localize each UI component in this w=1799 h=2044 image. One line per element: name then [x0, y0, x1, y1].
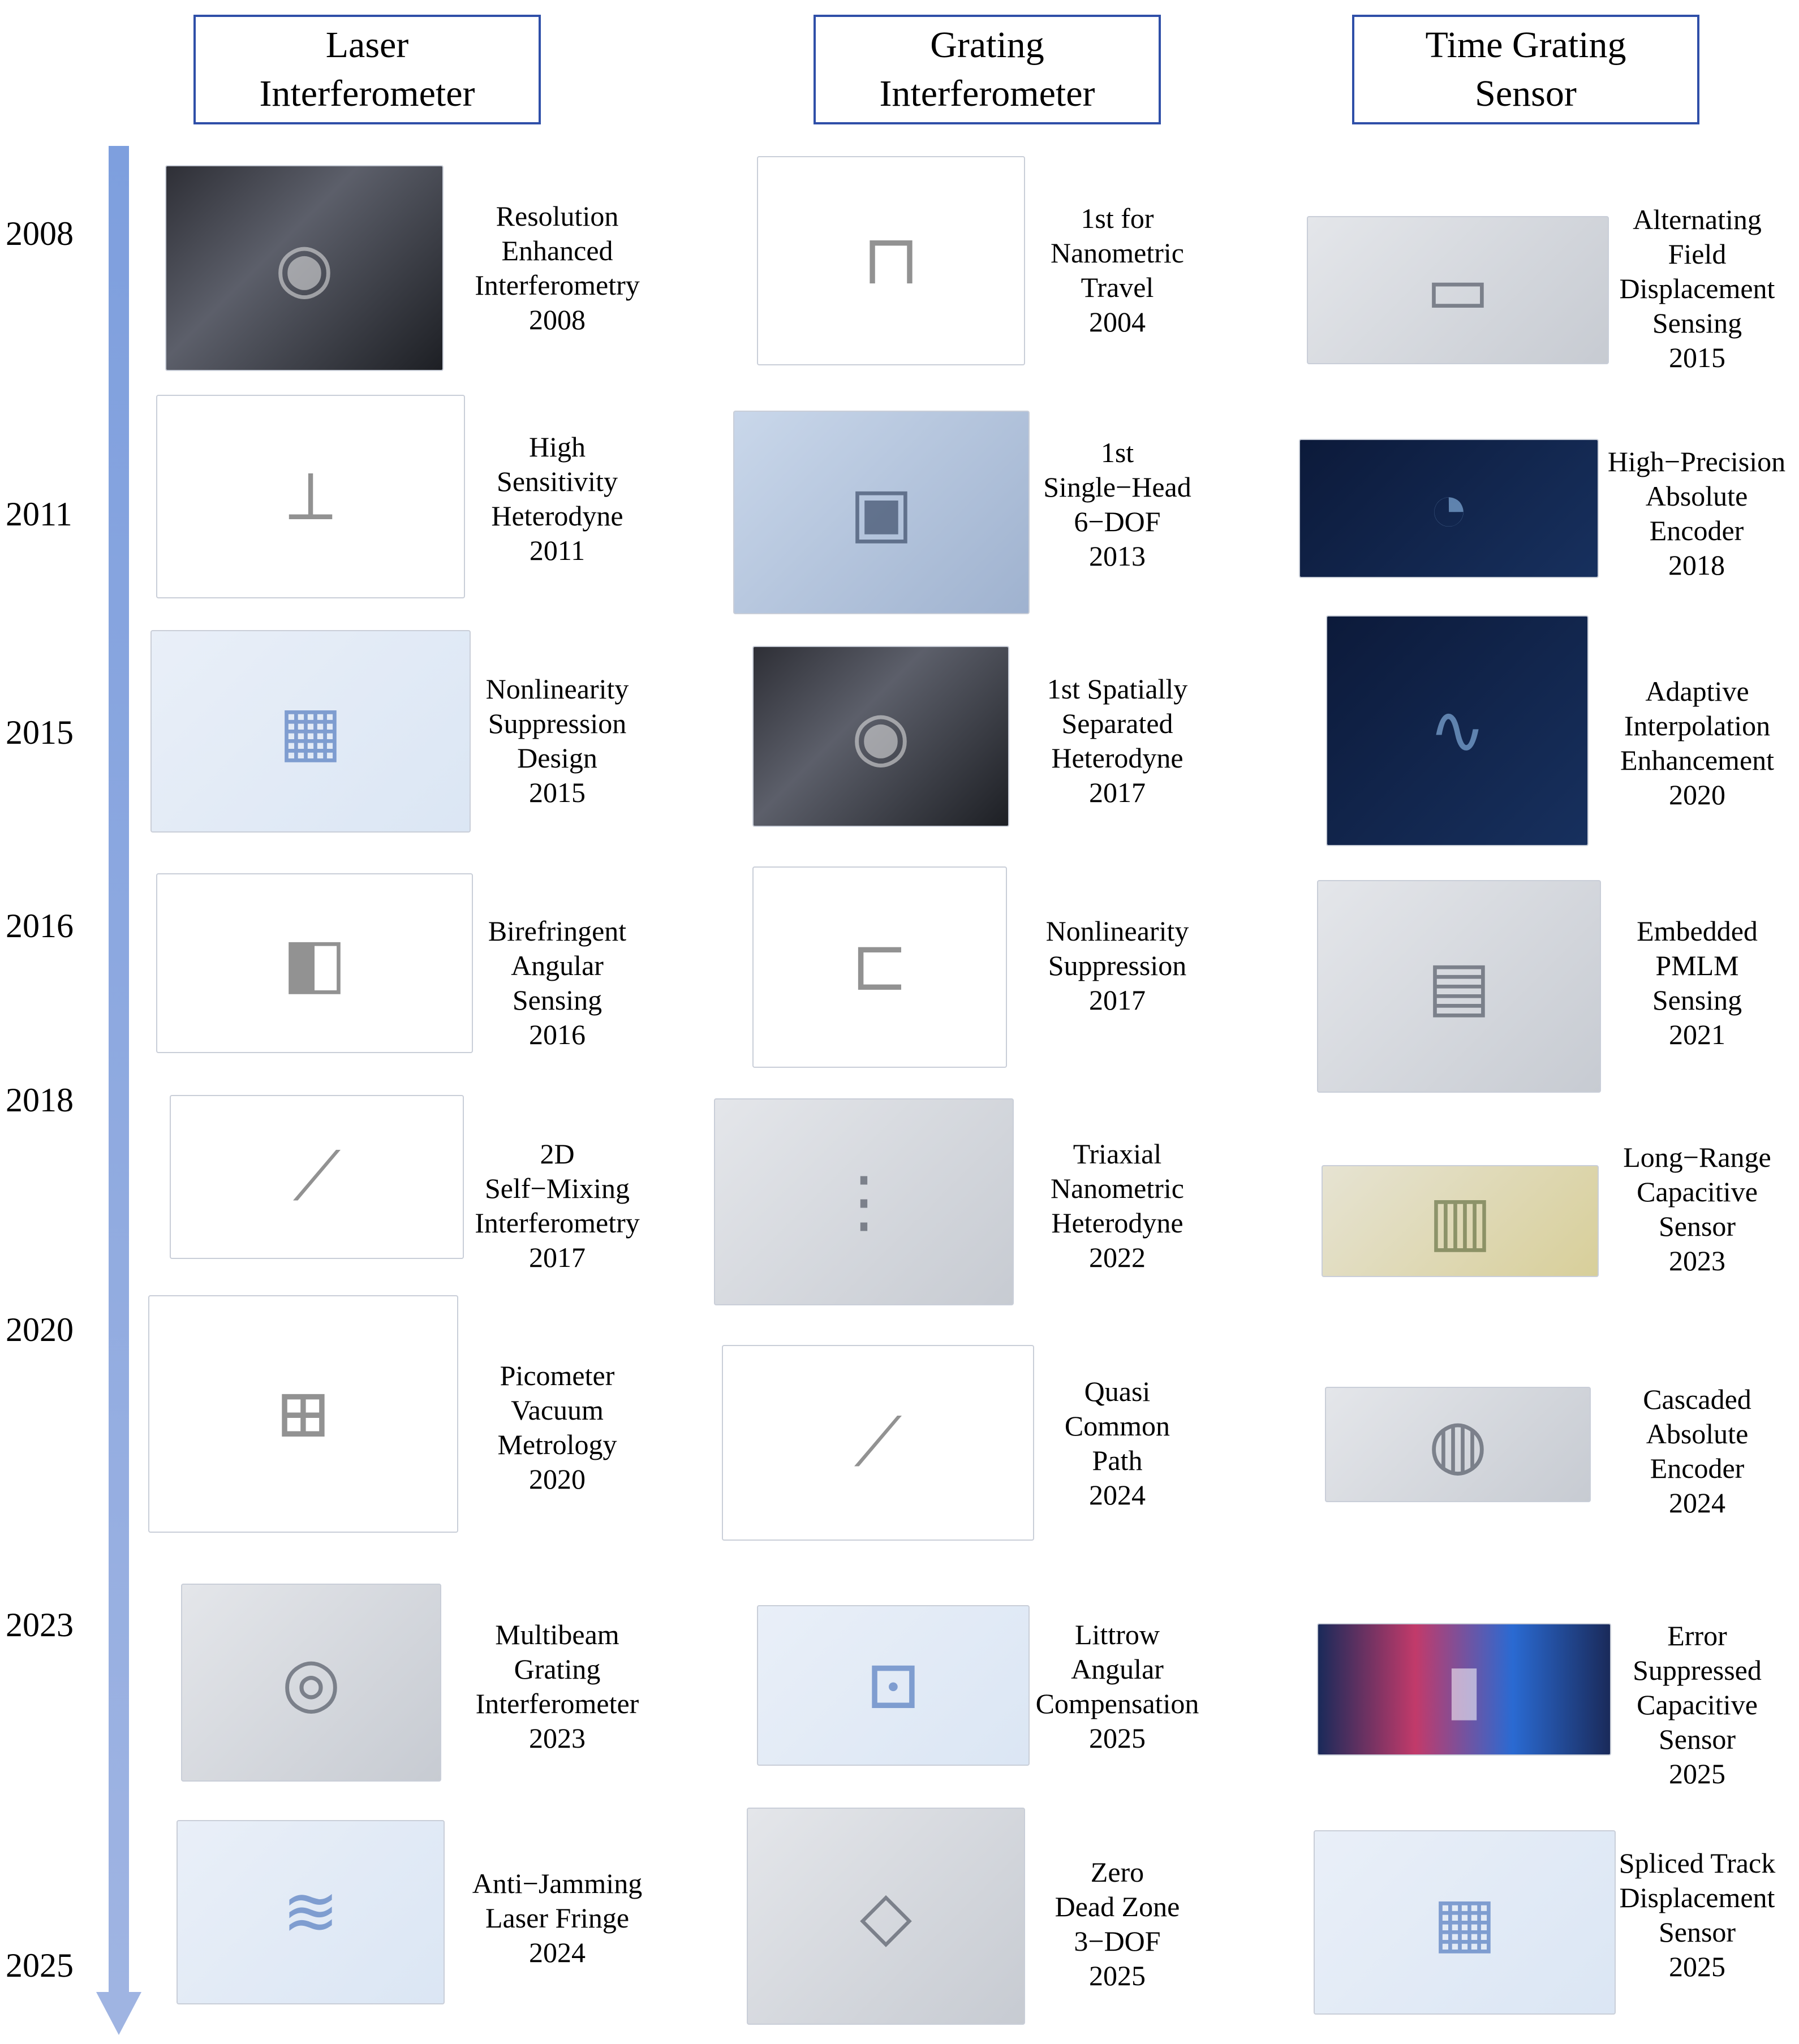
block-diagram-icon: ▦: [278, 693, 343, 769]
year-label: 2011: [6, 495, 72, 533]
caption-time-long-range-capacitive: Long−Range Capacitive Sensor 2023: [1623, 1141, 1771, 1277]
thumb-time-cascaded-encoder: ◍: [1325, 1387, 1591, 1502]
thumb-grating-nonlinearity-suppression: ⊏: [752, 866, 1007, 1068]
thumb-time-high-precision-encoder: ◔: [1299, 439, 1599, 578]
electrode-spectrum-icon: ▮: [1445, 1651, 1483, 1727]
header-time-grating-sensor: Time Grating Sensor: [1352, 15, 1699, 124]
header-laser-interferometer: Laser Interferometer: [193, 15, 541, 124]
setup-diagram-icon: ⊡: [864, 1648, 922, 1723]
waveform-icon: ∿: [1428, 693, 1486, 768]
caption-time-alternating-field: Alternating Field Displacement Sensing 2…: [1619, 204, 1775, 373]
optical-schematic-icon: ⟂: [287, 459, 334, 534]
optical-bench-icon: ◎: [281, 1645, 341, 1720]
render-icon: ◇: [859, 1878, 913, 1954]
year-label: 2018: [6, 1081, 74, 1119]
year-label: 2023: [6, 1606, 74, 1644]
beam-path-icon: ⟋: [293, 1139, 341, 1214]
caption-grating-spatially-separated: 1st Spatially Separated Heterodyne 2017: [1047, 673, 1188, 808]
year-label: 2025: [6, 1947, 74, 1984]
thumb-time-adaptive-interpolation: ∿: [1326, 615, 1589, 846]
year-label: 2015: [6, 714, 74, 751]
thumb-time-spliced-track: ▦: [1314, 1830, 1616, 2015]
thumb-grating-spatially-separated: ◉: [752, 646, 1009, 827]
caption-grating-littrow-angular: Littrow Angular Compensation 2025: [1035, 1619, 1199, 1754]
thumb-time-embedded-pmlm: ▤: [1317, 880, 1601, 1093]
thumb-grating-triaxial-nanometric: ⋮: [714, 1098, 1014, 1305]
caption-grating-quasi-common-path: Quasi Common Path 2024: [1064, 1375, 1170, 1511]
thumb-laser-birefringent-angular: ◧: [156, 873, 473, 1053]
year-label: 2020: [6, 1311, 74, 1348]
stage-schematic-icon: ⊓: [862, 223, 920, 298]
caption-laser-nonlinearity-design: Nonlinearity Suppression Design 2015: [485, 673, 629, 808]
ring-encoder-icon: ◍: [1428, 1407, 1488, 1482]
thumb-grating-littrow-angular: ⊡: [757, 1605, 1030, 1766]
caption-time-error-suppressed: Error Suppressed Capacitive Sensor 2025: [1633, 1620, 1762, 1789]
thumb-laser-resolution-enhanced: ◉: [165, 165, 444, 371]
caption-grating-single-head-6dof: 1st Single−Head 6−DOF 2013: [1043, 437, 1191, 572]
caption-laser-high-sensitivity: High Sensitivity Heterodyne 2011: [491, 431, 623, 566]
caption-time-cascaded-encoder: Cascaded Absolute Encoder 2024: [1643, 1383, 1751, 1519]
year-label: 2008: [6, 215, 74, 252]
thumb-grating-quasi-common-path: ⟋: [722, 1345, 1034, 1541]
system-schematic-icon: ⊞: [274, 1376, 332, 1451]
caption-time-embedded-pmlm: Embedded PMLM Sensing 2021: [1637, 915, 1758, 1050]
optical-setup-icon: ◧: [282, 925, 347, 1001]
caption-grating-nonlinearity-suppression: Nonlinearity Suppression 2017: [1045, 915, 1189, 1016]
caption-laser-resolution-enhanced: Resolution Enhanced Interferometry 2008: [475, 200, 640, 335]
timeline-arrow-head: [96, 1992, 141, 2035]
thumb-grating-nanometric-travel: ⊓: [757, 156, 1025, 365]
thumb-laser-multibeam-grating: ◎: [181, 1584, 441, 1782]
caption-laser-picometer-vacuum: Picometer Vacuum Metrology 2020: [497, 1360, 617, 1495]
caption-grating-zero-dead-zone: Zero Dead Zone 3−DOF 2025: [1055, 1856, 1180, 1991]
lab-photo-icon: ◉: [274, 230, 334, 305]
thumb-grating-zero-dead-zone: ◇: [747, 1808, 1025, 2025]
thumb-grating-single-head-6dof: ▣: [733, 411, 1030, 614]
spliced-track-icon: ▦: [1432, 1885, 1497, 1960]
caption-laser-multibeam-grating: Multibeam Grating Interferometer 2023: [475, 1619, 639, 1754]
timeline-bar: [109, 146, 129, 1995]
caption-grating-triaxial-nanometric: Triaxial Nanometric Heterodyne 2022: [1050, 1138, 1184, 1273]
thumb-laser-anti-jamming: ≋: [177, 1820, 445, 2004]
thumb-laser-self-mixing: ⟋: [170, 1095, 464, 1259]
caption-time-adaptive-interpolation: Adaptive Interpolation Enhancement 2020: [1620, 675, 1775, 810]
thumb-laser-nonlinearity-design: ▦: [150, 630, 471, 833]
caption-laser-birefringent-angular: Birefringent Angular Sensing 2016: [488, 915, 627, 1050]
caption-laser-self-mixing: 2D Self−Mixing Interferometry 2017: [475, 1138, 640, 1273]
track-render-icon: ▭: [1426, 252, 1490, 327]
beam-path-icon: ⟋: [854, 1405, 902, 1480]
thumb-time-error-suppressed: ▮: [1317, 1623, 1611, 1756]
caption-time-spliced-track: Spliced Track Displacement Sensor 2025: [1619, 1847, 1776, 1982]
lab-photo-icon: ◉: [851, 698, 911, 774]
thumb-time-long-range-capacitive: ▥: [1322, 1165, 1599, 1277]
sensor-head-icon: ▣: [849, 475, 914, 550]
optical-table-icon: ⋮: [830, 1164, 898, 1239]
linear-motor-icon: ▤: [1427, 948, 1491, 1024]
thumb-time-alternating-field: ▭: [1307, 216, 1609, 364]
disc-encoder-icon: ◔: [1428, 471, 1470, 546]
year-label: 2016: [6, 907, 74, 945]
thumb-laser-picometer-vacuum: ⊞: [148, 1295, 458, 1533]
ruler-electrode-icon: ▥: [1428, 1183, 1492, 1258]
header-grating-interferometer: Grating Interferometer: [814, 15, 1161, 124]
caption-time-high-precision-encoder: High−Precision Absolute Encoder 2018: [1607, 446, 1786, 581]
caption-grating-nanometric-travel: 1st for Nanometric Travel 2004: [1050, 202, 1184, 338]
fringe-schematic-icon: ≋: [282, 1874, 339, 1950]
thumb-laser-high-sensitivity: ⟂: [156, 395, 465, 598]
fiber-schematic-icon: ⊏: [851, 929, 909, 1004]
caption-laser-anti-jamming: Anti−Jamming Laser Fringe 2024: [472, 1868, 643, 1968]
